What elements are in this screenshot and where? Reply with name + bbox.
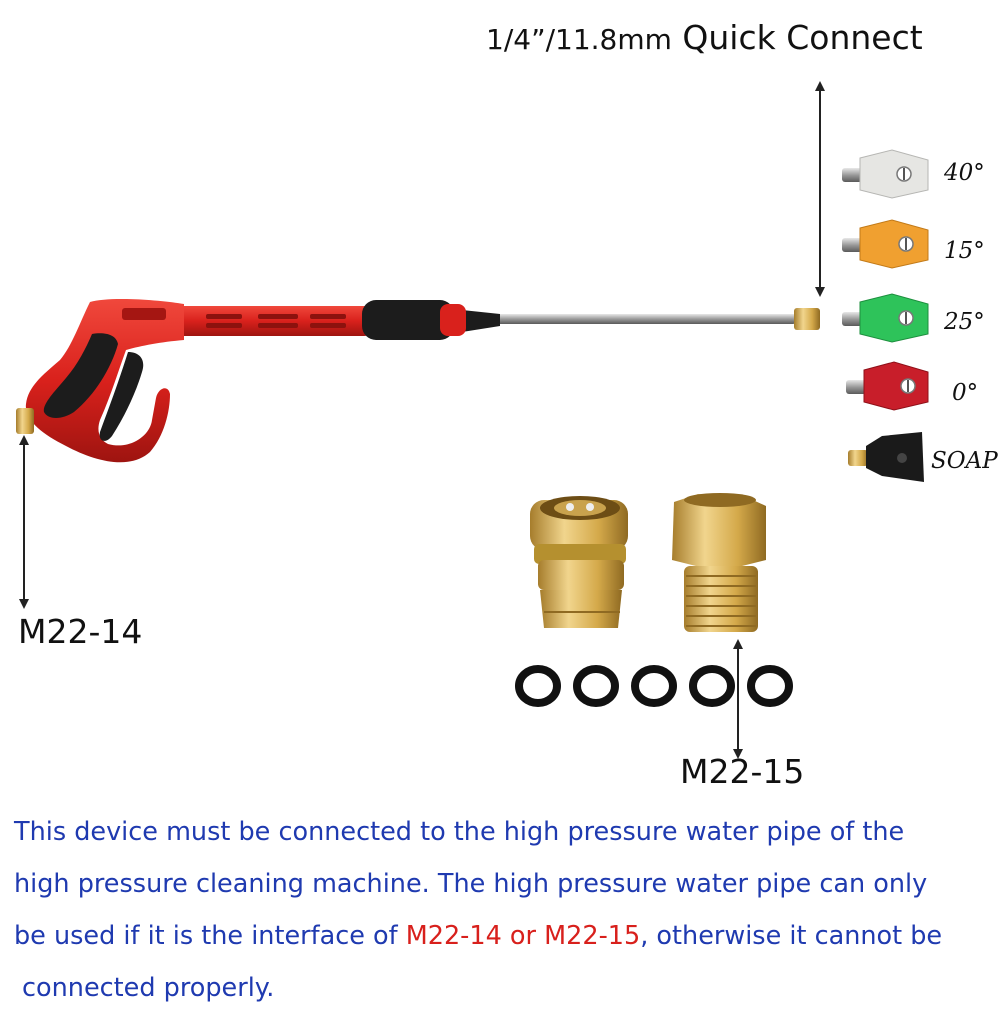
nozzle-0 [846, 361, 929, 411]
nozzle-label-0: 0° [952, 380, 979, 406]
brass-adapter [672, 493, 766, 632]
quick-connect-size: 1/4”/11.8mm [486, 23, 672, 56]
wand-rod [496, 314, 796, 324]
handle-grip [43, 333, 118, 418]
nozzle-15 [842, 219, 929, 269]
quick-connect-label: Quick Connect [682, 18, 923, 57]
gun-body [25, 298, 184, 463]
nozzle-label-soap: SOAP [931, 448, 998, 474]
nozzle-label-40: 40° [944, 160, 985, 186]
foam-grip [362, 300, 454, 340]
description-thread-highlight: M22-14 or M22-15 [405, 921, 641, 951]
spray-gun [16, 298, 820, 463]
inlet-thread-label: M22-14 [18, 612, 143, 651]
nozzle-label-25: 25° [944, 309, 985, 335]
nozzle-label-15: 15° [944, 238, 985, 264]
trigger [99, 352, 144, 441]
description: This device must be connected to the hig… [14, 806, 989, 1014]
description-line-3-prefix: be used if it is the interface of [14, 921, 406, 951]
nozzle-soap [848, 432, 924, 482]
description-line-1: This device must be connected to the hig… [14, 817, 905, 847]
brass-quick-coupler [530, 496, 628, 628]
description-line-3-suffix: , otherwise it cannot be [640, 921, 943, 951]
wand-quick-connect [794, 308, 820, 330]
gun-inlet [16, 408, 34, 434]
adapter-thread-label: M22-15 [680, 752, 805, 791]
nozzle-25 [842, 293, 929, 343]
o-rings [515, 665, 793, 707]
product-illustration [16, 81, 929, 759]
wand-collar [462, 310, 500, 332]
description-line-2: high pressure cleaning machine. The high… [14, 869, 928, 899]
description-line-3: be used if it is the interface of M22-14… [14, 910, 989, 962]
description-line-4: connected properly. [22, 973, 275, 1003]
quick-connect-title: 1/4”/11.8mm Quick Connect [486, 18, 923, 57]
extension-tube [176, 306, 372, 336]
nozzle-40 [842, 149, 929, 199]
